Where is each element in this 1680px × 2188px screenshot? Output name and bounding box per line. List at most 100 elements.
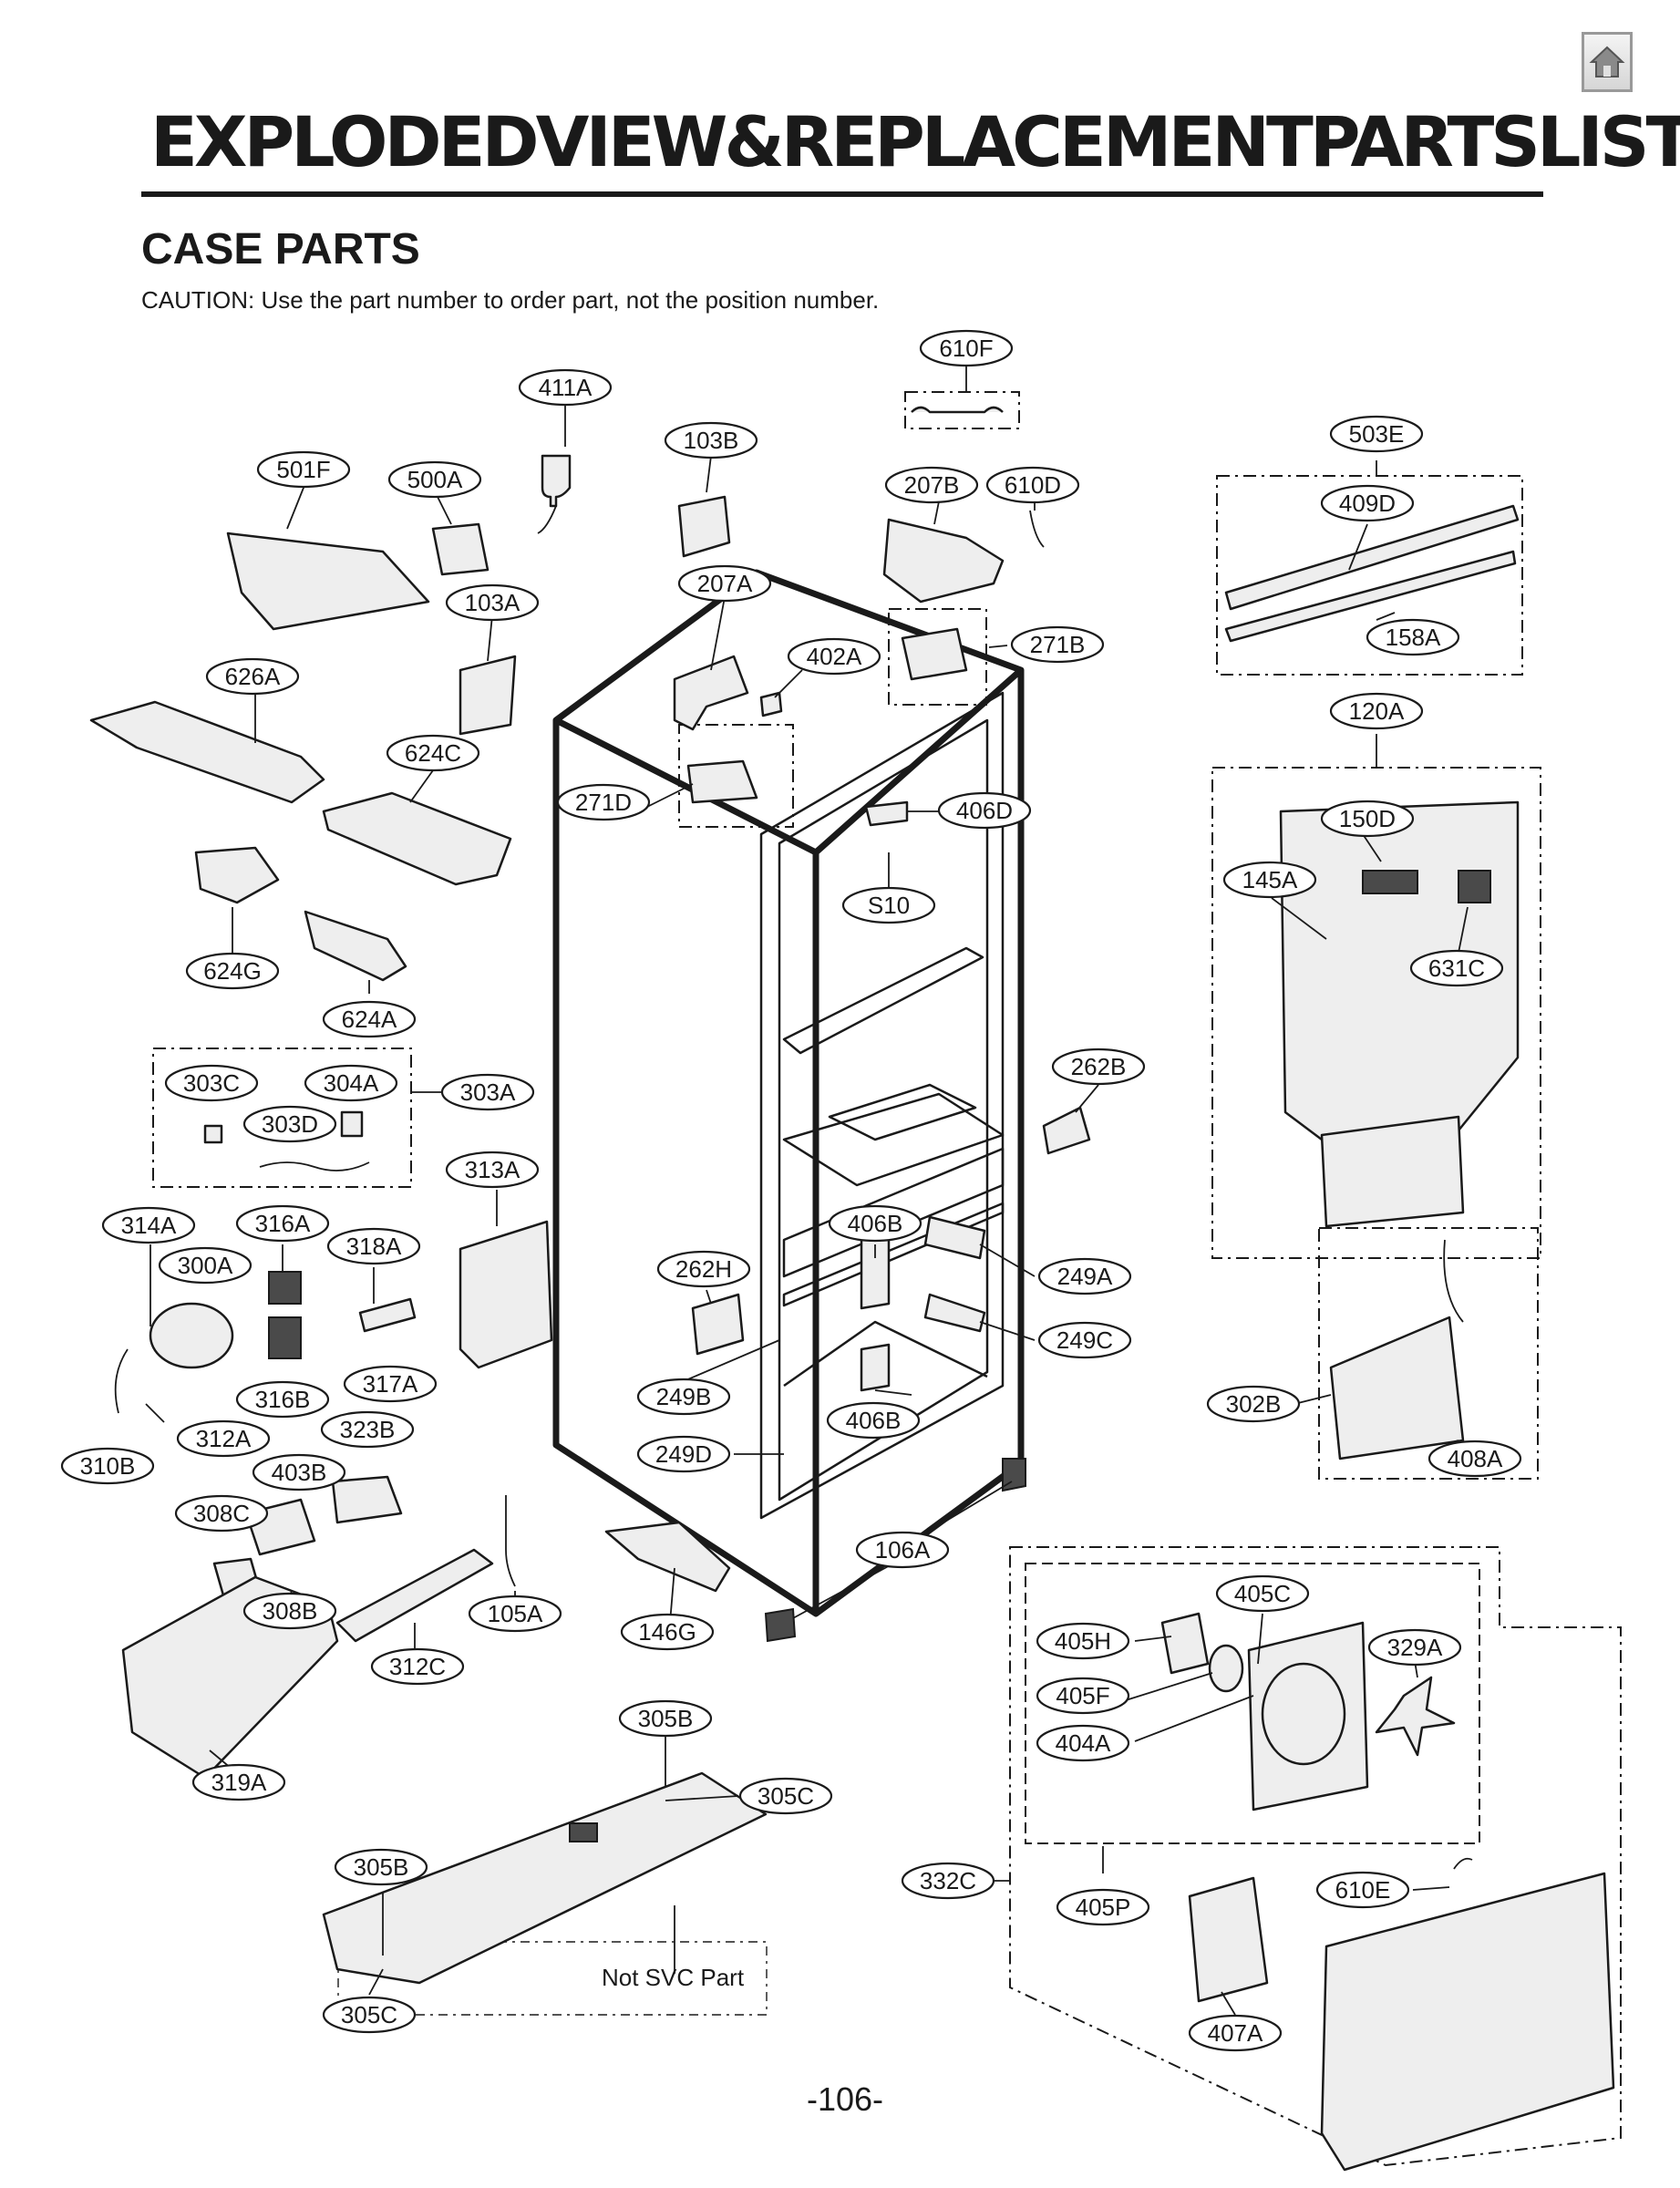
- callout-302B: 302B: [1206, 1385, 1301, 1423]
- callout-314A: 314A: [101, 1206, 196, 1244]
- svg-text:312A: 312A: [196, 1425, 252, 1452]
- evaporator-408a: [1329, 1316, 1465, 1460]
- svg-text:405C: 405C: [1234, 1580, 1291, 1607]
- callout-626A: 626A: [205, 657, 300, 696]
- svg-text:405P: 405P: [1076, 1894, 1131, 1921]
- callout-503E: 503E: [1329, 415, 1424, 453]
- svg-text:150D: 150D: [1339, 805, 1396, 832]
- callout-103B: 103B: [664, 421, 758, 459]
- cover-103b: [677, 495, 731, 558]
- svg-text:313A: 313A: [465, 1156, 520, 1183]
- svg-text:103A: 103A: [465, 589, 520, 616]
- callout-624G: 624G: [185, 952, 280, 990]
- callout-405C: 405C: [1215, 1574, 1310, 1613]
- base-plate-305: [322, 1771, 768, 1985]
- not-svc-part-note: Not SVC Part: [602, 1964, 745, 1991]
- svg-text:411A: 411A: [539, 374, 593, 401]
- part-shapes: [89, 406, 1615, 2172]
- callout-146G: 146G: [620, 1613, 715, 1651]
- callout-501F: 501F: [256, 450, 351, 489]
- svg-text:501F: 501F: [276, 456, 330, 483]
- svg-text:158A: 158A: [1386, 624, 1441, 651]
- callout-303A: 303A: [440, 1073, 535, 1111]
- svg-text:314A: 314A: [121, 1212, 177, 1239]
- callout-411A: 411A: [518, 368, 613, 407]
- cover-624c: [322, 791, 512, 886]
- hinge-cover-207a: [673, 655, 749, 731]
- svg-text:305C: 305C: [341, 2001, 397, 2028]
- svg-text:305B: 305B: [638, 1705, 694, 1732]
- bracket-406d: [864, 800, 909, 827]
- svg-text:302B: 302B: [1226, 1390, 1282, 1418]
- svg-text:323B: 323B: [340, 1416, 396, 1443]
- duct-145a: [1320, 1115, 1465, 1228]
- callout-402A: 402A: [787, 637, 881, 676]
- svg-text:312C: 312C: [389, 1653, 446, 1680]
- pad-316a: [268, 1271, 302, 1305]
- svg-text:146G: 146G: [638, 1618, 696, 1646]
- rail-249a: [923, 1215, 986, 1260]
- sensor-631c: [1458, 870, 1491, 903]
- hinge-cover-207b: [882, 518, 1005, 604]
- group-boxes: [152, 391, 1622, 2167]
- svg-text:249A: 249A: [1057, 1263, 1113, 1290]
- svg-text:624G: 624G: [203, 957, 262, 985]
- callout-500A: 500A: [387, 460, 482, 499]
- callout-408A: 408A: [1427, 1440, 1522, 1478]
- pcb-150d: [1362, 870, 1418, 894]
- callout-303D: 303D: [242, 1105, 337, 1143]
- svg-text:317A: 317A: [363, 1370, 418, 1398]
- refrigerator-cabinet: [552, 569, 1025, 1617]
- svg-text:300A: 300A: [178, 1252, 233, 1279]
- svg-text:305B: 305B: [354, 1853, 409, 1881]
- svg-text:303D: 303D: [262, 1110, 318, 1138]
- svg-text:305C: 305C: [758, 1782, 814, 1810]
- rail-249c: [923, 1293, 986, 1333]
- callout-145A: 145A: [1222, 861, 1317, 899]
- callout-332C: 332C: [901, 1862, 995, 1900]
- hinge-262h: [691, 1293, 745, 1356]
- callout-405P: 405P: [1056, 1888, 1150, 1926]
- callout-316B: 316B: [235, 1380, 330, 1419]
- svg-text:610F: 610F: [939, 335, 993, 362]
- callout-310B: 310B: [60, 1447, 155, 1485]
- caution-note: CAUTION: Use the part number to order pa…: [141, 286, 880, 314]
- callout-406D: 406D: [937, 791, 1032, 830]
- callout-624A: 624A: [322, 1000, 417, 1038]
- compressor-300a: [149, 1302, 234, 1369]
- callout-312C: 312C: [370, 1647, 465, 1686]
- leader-lines: [145, 365, 1469, 2016]
- callout-262H: 262H: [656, 1250, 751, 1288]
- connector-303c: [203, 1124, 223, 1144]
- callout-631C: 631C: [1409, 949, 1504, 987]
- fan-407a: [1188, 1876, 1269, 2003]
- svg-text:106A: 106A: [875, 1536, 931, 1564]
- home-icon: [1589, 46, 1625, 77]
- home-button[interactable]: [1582, 32, 1633, 92]
- svg-text:S10: S10: [868, 892, 910, 919]
- svg-text:249D: 249D: [655, 1440, 712, 1468]
- svg-text:207B: 207B: [904, 471, 960, 499]
- callout-303C: 303C: [164, 1064, 259, 1102]
- svg-text:631C: 631C: [1428, 955, 1485, 982]
- svg-text:316A: 316A: [255, 1210, 311, 1237]
- callout-319A: 319A: [191, 1763, 286, 1801]
- svg-text:310B: 310B: [80, 1452, 136, 1480]
- svg-text:308C: 308C: [193, 1500, 250, 1527]
- cover-313a: [459, 1220, 553, 1369]
- svg-text:103B: 103B: [684, 427, 739, 454]
- svg-text:303A: 303A: [460, 1079, 516, 1106]
- svg-text:406D: 406D: [956, 797, 1013, 824]
- callout-323B: 323B: [320, 1410, 415, 1449]
- bracket-402a: [759, 691, 783, 717]
- page-number: -106-: [807, 2080, 884, 2118]
- drawer-146g: [604, 1521, 731, 1593]
- callout-271D: 271D: [556, 783, 651, 821]
- shroud-405h: [1160, 1612, 1210, 1675]
- hinge-271d: [686, 759, 758, 804]
- callout-304A: 304A: [304, 1064, 398, 1102]
- cover-103a: [459, 655, 517, 736]
- callout-305C: 305C: [738, 1777, 833, 1815]
- callout-404A: 404A: [1036, 1724, 1130, 1762]
- callout-106A: 106A: [855, 1531, 950, 1569]
